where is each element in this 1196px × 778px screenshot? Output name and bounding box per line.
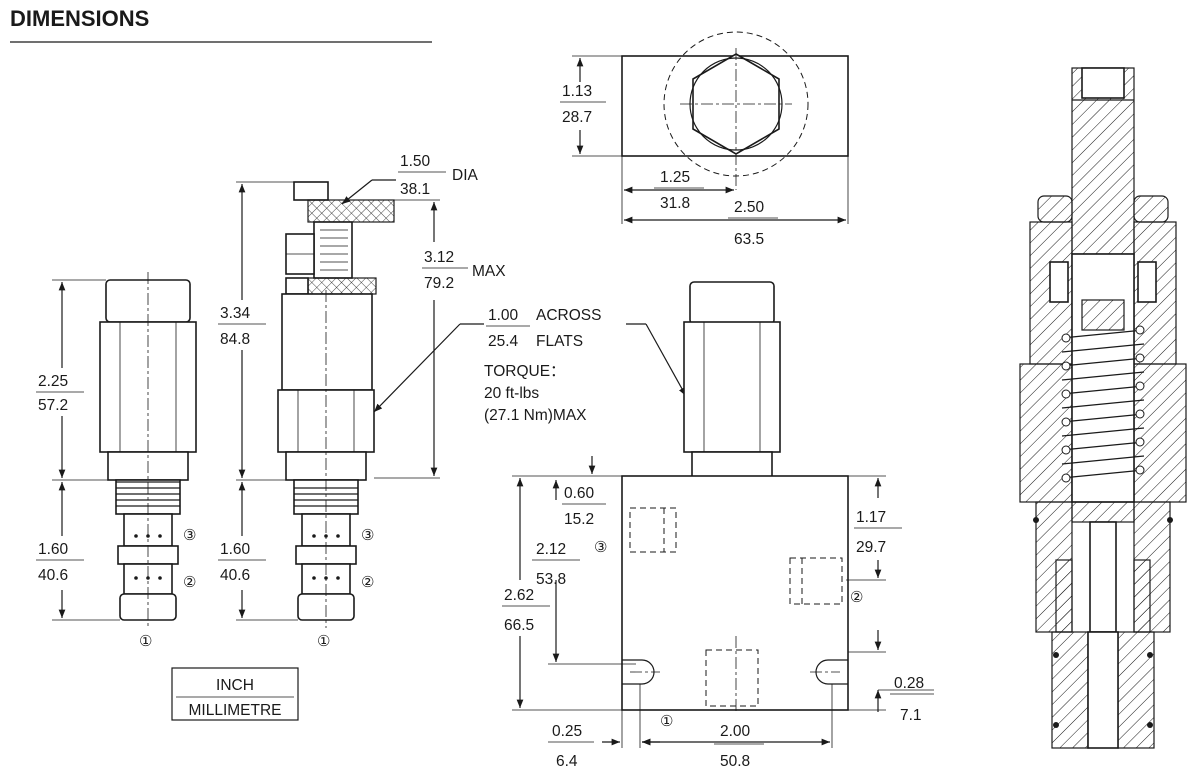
svg-text:38.1: 38.1 [400, 181, 430, 198]
port-1-label-adj: ① [317, 633, 330, 650]
svg-text:29.7: 29.7 [856, 539, 886, 556]
svg-text:ACROSS: ACROSS [536, 307, 601, 324]
svg-text:0.25: 0.25 [552, 723, 582, 740]
svg-text:40.6: 40.6 [38, 567, 68, 584]
svg-text:6.4: 6.4 [556, 753, 578, 770]
svg-text:1.00: 1.00 [488, 307, 519, 324]
dim-knob-dia: 1.50 38.1 DIA [341, 153, 479, 205]
side-view-standard [99, 272, 197, 628]
svg-text:1.50: 1.50 [400, 153, 431, 170]
svg-text:MILLIMETRE: MILLIMETRE [188, 702, 281, 719]
units-legend: INCH MILLIMETRE [171, 667, 299, 721]
svg-text:2.00: 2.00 [720, 723, 751, 740]
svg-text:15.2: 15.2 [564, 511, 594, 528]
svg-text:84.8: 84.8 [220, 331, 250, 348]
svg-text:1.60: 1.60 [38, 541, 69, 558]
svg-text:31.8: 31.8 [660, 195, 690, 212]
svg-text:2.62: 2.62 [504, 587, 534, 604]
svg-text:3.34: 3.34 [220, 305, 251, 322]
dim-max-height: 3.12 79.2 MAX [374, 199, 506, 479]
port-2-label-adj: ② [361, 574, 374, 591]
body-port-1: ① [660, 713, 673, 730]
svg-text:1.17: 1.17 [856, 509, 886, 526]
section-view [1019, 67, 1187, 749]
svg-text:50.8: 50.8 [720, 753, 750, 770]
svg-text:FLATS: FLATS [536, 333, 583, 350]
svg-text:40.6: 40.6 [220, 567, 250, 584]
svg-text:1.25: 1.25 [660, 169, 690, 186]
svg-text:DIA: DIA [452, 167, 479, 184]
body-view [621, 281, 849, 712]
svg-text:MAX: MAX [472, 263, 506, 280]
svg-text:2.50: 2.50 [734, 199, 765, 216]
svg-text:20 ft-lbs: 20 ft-lbs [484, 385, 539, 402]
svg-text:1.13: 1.13 [562, 83, 592, 100]
port-2-label: ② [183, 574, 196, 591]
port-3-label: ③ [183, 527, 196, 544]
port-3-label-adj: ③ [361, 527, 374, 544]
svg-text:53.8: 53.8 [536, 571, 566, 588]
svg-text:79.2: 79.2 [424, 275, 454, 292]
port-1-label: ① [139, 633, 152, 650]
svg-text:63.5: 63.5 [734, 231, 764, 248]
page-title: DIMENSIONS [10, 6, 149, 31]
svg-text:0.60: 0.60 [564, 485, 595, 502]
dim-top-view: 1.13 28.7 1.25 31.8 2.50 63.5 [560, 55, 849, 248]
svg-text:57.2: 57.2 [38, 397, 68, 414]
svg-text:0.28: 0.28 [894, 675, 924, 692]
svg-text:3.12: 3.12 [424, 249, 454, 266]
dim-adjustable: 3.34 84.8 1.60 40.6 [218, 181, 298, 621]
svg-text:(27.1 Nm)MAX: (27.1 Nm)MAX [484, 407, 587, 424]
svg-text:INCH: INCH [216, 677, 254, 694]
svg-text:28.7: 28.7 [562, 109, 592, 126]
dim-left-upper: 2.25 57.2 1.60 40.6 [36, 279, 120, 621]
hex-note: 1.00 25.4 ACROSS FLATS TORQUE： 20 ft-lbs… [373, 307, 687, 424]
dim-body-view: 0.60 15.2 2.12 53.8 2.62 66.5 1.17 29.7 … [502, 456, 934, 770]
svg-text:1.60: 1.60 [220, 541, 251, 558]
svg-text:2.25: 2.25 [38, 373, 68, 390]
svg-text:66.5: 66.5 [504, 617, 534, 634]
svg-text:25.4: 25.4 [488, 333, 519, 350]
svg-text:2.12: 2.12 [536, 541, 566, 558]
svg-text:7.1: 7.1 [900, 707, 922, 724]
side-view-adjustable [277, 181, 395, 628]
body-port-2: ② [850, 589, 863, 606]
body-port-3: ③ [594, 539, 607, 556]
top-view [621, 31, 849, 190]
svg-text:TORQUE：: TORQUE： [484, 363, 566, 380]
